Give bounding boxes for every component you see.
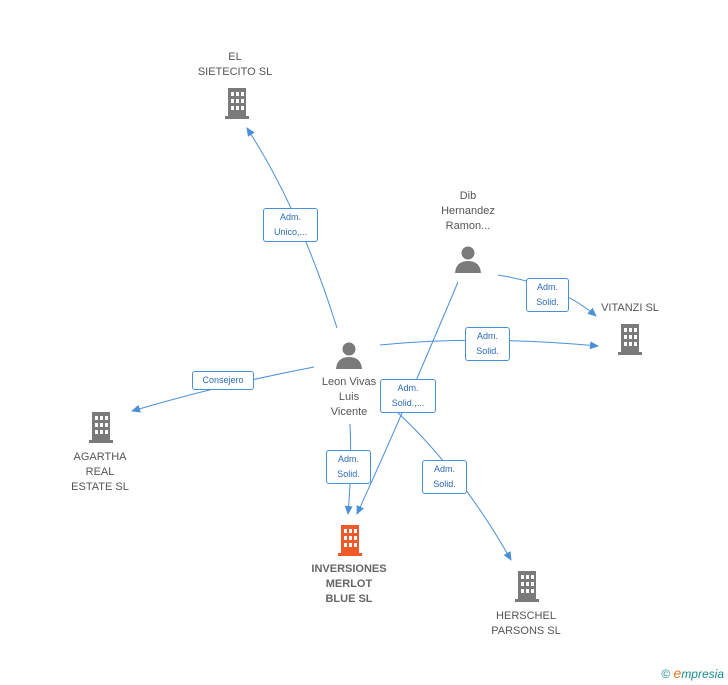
building-icon [618, 324, 642, 355]
edge-label-adm-solid-etc: Adm. Solid.,... [380, 379, 436, 413]
person-icon [336, 342, 362, 369]
empresia-logo: © empresia [661, 665, 724, 681]
edge-label-consejero: Consejero [192, 371, 254, 390]
node-label-el-sietecito: EL SIETECITO SL [197, 51, 273, 78]
node-label-inversiones: INVERSIONES MERLOT BLUE SL [311, 563, 387, 605]
brand-name: mpresia [681, 667, 724, 681]
brand-initial: e [673, 665, 682, 681]
edge-label-adm-solid: Adm. Solid. [326, 450, 371, 484]
edge-label-adm-solid: Adm. Solid. [422, 460, 467, 494]
node-label-herschel: HERSCHEL PARSONS SL [491, 610, 561, 637]
edge-label-adm-solid: Adm. Solid. [465, 327, 510, 361]
node-label-agartha: AGARTHA REAL ESTATE SL [71, 451, 129, 493]
node-label-vitanzi: VITANZI SL [601, 302, 659, 314]
edge-label-adm-solid: Adm. Solid. [526, 278, 569, 312]
building-icon [225, 88, 249, 119]
person-icon [455, 246, 481, 273]
node-label-dib: Dib Hernandez Ramon... [441, 190, 495, 232]
building-icon [89, 412, 113, 443]
copyright-symbol: © [661, 667, 671, 681]
building-icon [515, 571, 539, 602]
building-icon [338, 525, 362, 556]
node-label-leon: Leon Vivas Luis Vicente [321, 376, 377, 418]
edge-label-adm-unico: Adm. Unico,... [263, 208, 318, 242]
